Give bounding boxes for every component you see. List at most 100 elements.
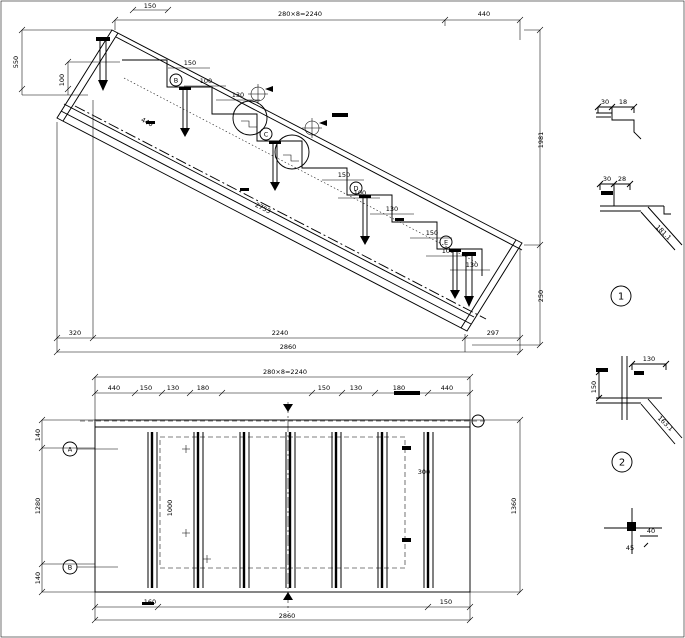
dim-label: 150 — [338, 171, 350, 179]
weld-mark — [240, 188, 249, 191]
callout-bubble — [274, 134, 310, 170]
callout-circle — [274, 134, 310, 170]
dim-label: 1981 — [537, 132, 545, 149]
dim-label: 2860 — [279, 612, 296, 620]
anchor-tip — [98, 80, 108, 91]
callout-circle — [169, 73, 183, 87]
dim-label: 140 — [34, 429, 42, 441]
dim-label: 250 — [537, 290, 545, 302]
tag-leader-lines — [77, 448, 118, 568]
section-dim-lines — [18, 6, 544, 356]
anchor-shank — [99, 41, 107, 80]
dim-ticks — [595, 368, 603, 402]
callout-bubble: B — [169, 73, 183, 87]
dim-label: 2753 — [254, 201, 272, 216]
dim-ticks — [472, 26, 544, 349]
callout-circle — [62, 559, 78, 575]
dim-label: 130 — [386, 205, 398, 213]
dim-label: 440 — [441, 384, 453, 392]
callout-bubble: B — [62, 559, 78, 575]
plan-view — [38, 373, 524, 624]
end-plate-line — [460, 239, 517, 329]
dim-label: 150 — [140, 384, 152, 392]
dimension-labels: 280×8=2240 440 150 550 100 440 150 100 130 150 100… — [12, 2, 675, 620]
dim-label: 160 — [144, 598, 156, 606]
dim-label: 18 — [619, 98, 627, 106]
anchor-head — [462, 252, 476, 256]
callout-bubble: C — [259, 127, 273, 141]
dim-label: 550 — [12, 56, 20, 68]
dim-label: 163.1 — [656, 414, 675, 433]
dim-label: 130 — [350, 384, 362, 392]
callout-label: A — [68, 445, 73, 453]
dim-label: 1360 — [510, 498, 518, 515]
balloon-mini-step — [241, 120, 257, 128]
weld-mark — [596, 368, 608, 372]
anchor-head — [449, 249, 461, 252]
detail-weld-joint — [604, 508, 662, 554]
section-target-cross — [248, 84, 268, 104]
dim-label: 440 — [140, 116, 155, 129]
callout-label: E — [444, 238, 448, 246]
dim-ticks — [38, 416, 95, 596]
section-target-icons — [248, 84, 327, 138]
weld-mark — [601, 191, 613, 195]
nosing-dashed-outline — [159, 436, 406, 569]
dim-label: 180 — [197, 384, 209, 392]
weld-mark — [402, 446, 411, 450]
dim-label: 40 — [647, 527, 655, 535]
stringer-flange-line — [60, 110, 472, 325]
dim-label: 1000 — [166, 500, 174, 517]
callout-bubble — [471, 414, 485, 428]
dim-label: 180 — [393, 384, 405, 392]
dim-ticks — [53, 100, 524, 356]
dim-label: 150 — [318, 384, 330, 392]
anchor-tip — [360, 236, 370, 245]
details-column — [594, 103, 683, 554]
flight-outline — [56, 29, 523, 332]
dim-label: 130 — [466, 261, 478, 269]
section-target-cross — [302, 118, 322, 138]
weld-mark — [402, 538, 411, 542]
callout-bubble: A — [62, 441, 78, 457]
section-target-flag — [265, 86, 273, 92]
callout-circle — [610, 285, 632, 307]
anchor-tip — [270, 182, 280, 191]
anchor-head — [96, 37, 110, 41]
dim-ticks — [91, 373, 474, 420]
dim-label: 28 — [618, 175, 626, 183]
plan-boundary — [94, 419, 471, 593]
soffit-dotted-line — [123, 77, 477, 263]
weld-mark — [146, 121, 155, 124]
dim-ticks — [111, 6, 524, 40]
dim-ticks — [640, 535, 658, 548]
plan-dim-lines — [38, 373, 524, 624]
callout-circle — [439, 235, 453, 249]
dim-label: 440 — [108, 384, 120, 392]
dim-label: 181.1 — [654, 223, 673, 242]
plan-outline — [94, 419, 471, 593]
dim-label: 100 — [58, 74, 66, 86]
dim-label: 150 — [184, 59, 196, 67]
stringer-outline — [56, 29, 523, 332]
anchor-shank — [272, 144, 278, 182]
stringer-flange-line — [115, 36, 523, 251]
dim-label: 130 — [167, 384, 179, 392]
tread-lines — [147, 432, 434, 588]
dim-label: 2860 — [280, 343, 297, 351]
stringer-flange-line — [63, 103, 475, 318]
dim-label: 150 — [590, 381, 598, 393]
dim-label: 280×8=2240 — [263, 368, 307, 376]
steps — [122, 59, 483, 276]
dim-label: 100 — [200, 77, 212, 85]
callout-circle — [259, 127, 273, 141]
weld-mark — [332, 113, 348, 117]
section-target-flag — [319, 120, 327, 126]
dim-label: 100 — [442, 247, 454, 255]
anchor-tip — [464, 296, 474, 307]
cross-markers — [182, 445, 211, 563]
callout-circle — [611, 451, 633, 473]
callout-bubble: E — [439, 235, 453, 249]
